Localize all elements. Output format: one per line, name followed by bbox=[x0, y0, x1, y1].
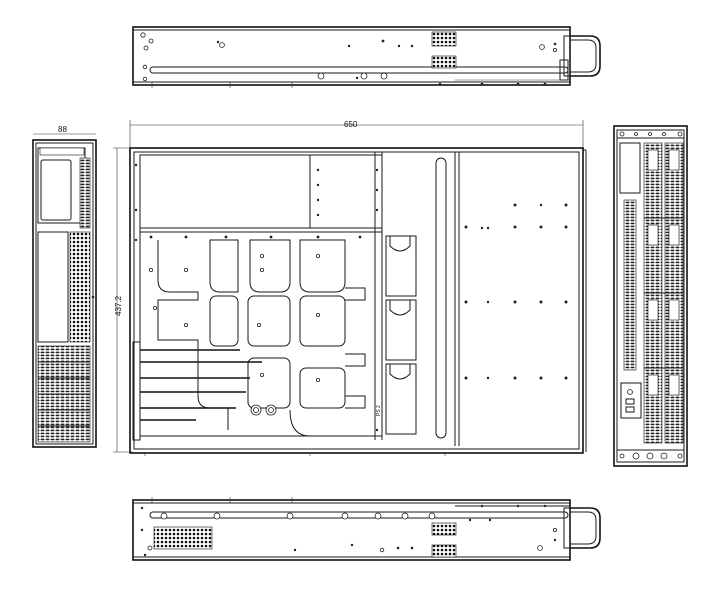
vent-column-icon bbox=[79, 157, 91, 229]
right-front-view bbox=[613, 125, 688, 467]
vent-block-icon bbox=[431, 31, 457, 47]
vent-label: PS 2 bbox=[376, 405, 382, 416]
side-dimension-label: 88 bbox=[58, 125, 67, 134]
bottom-side-view bbox=[132, 497, 601, 561]
expansion-slots bbox=[132, 341, 262, 441]
left-front-view: 88 bbox=[32, 125, 97, 448]
depth-dimension-label: 437.2 bbox=[114, 295, 123, 316]
vent-block-icon bbox=[431, 544, 457, 558]
top-side-view bbox=[132, 26, 601, 88]
vent-block-icon bbox=[431, 55, 457, 69]
drive-cage bbox=[464, 203, 568, 380]
vent-block-icon bbox=[153, 526, 213, 550]
width-dimension-label: 650 bbox=[344, 120, 358, 129]
drive-bays bbox=[643, 142, 684, 444]
top-plan-view: 650 437.2 bbox=[113, 120, 587, 456]
front-vent-icon bbox=[623, 199, 637, 371]
vent-block-icon bbox=[431, 522, 457, 536]
vent-panel-icon bbox=[69, 231, 91, 343]
